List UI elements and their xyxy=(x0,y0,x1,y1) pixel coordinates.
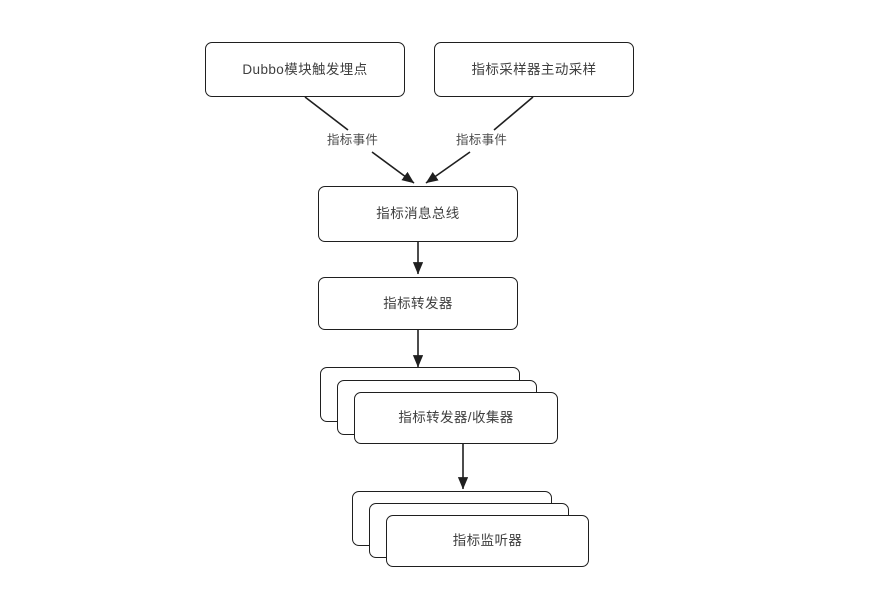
node-metrics-listener[interactable]: 指标监听器 xyxy=(386,515,589,567)
node-label-metrics-forwarder: 指标转发器 xyxy=(383,295,453,311)
edge-label-sampler-to-bus: 指标事件 xyxy=(456,133,508,147)
node-sampler-active[interactable]: 指标采样器主动采样 xyxy=(434,42,634,97)
node-label-metrics-listener: 指标监听器 xyxy=(452,533,523,549)
node-metrics-forwarder[interactable]: 指标转发器 xyxy=(318,277,518,330)
node-label-dubbo-trigger: Dubbo模块触发埋点 xyxy=(242,61,368,77)
node-metrics-bus[interactable]: 指标消息总线 xyxy=(318,186,518,242)
node-label-metrics-bus: 指标消息总线 xyxy=(376,206,460,222)
node-label-sampler-active: 指标采样器主动采样 xyxy=(471,61,597,77)
node-forwarder-collector[interactable]: 指标转发器/收集器 xyxy=(354,392,558,444)
node-dubbo-trigger[interactable]: Dubbo模块触发埋点 xyxy=(205,42,405,97)
node-label-forwarder-collector: 指标转发器/收集器 xyxy=(398,410,514,426)
edge-label-dubbo-to-bus: 指标事件 xyxy=(327,133,379,147)
